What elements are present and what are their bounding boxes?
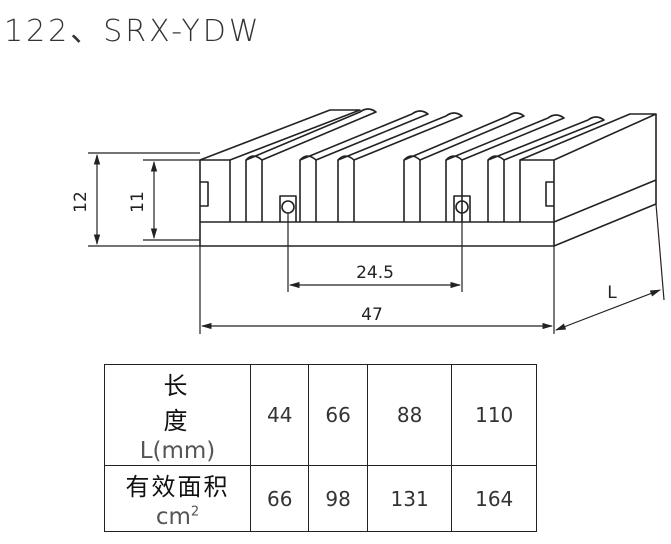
fins — [245, 108, 605, 222]
heatsink-profile — [199, 108, 657, 247]
table-cell: 88 — [366, 364, 453, 466]
row-header-area: 有效面积 cm2 — [104, 465, 251, 532]
table-cell: 66 — [249, 465, 310, 532]
dim-length: L — [607, 283, 617, 303]
table-cell: 66 — [308, 364, 368, 466]
dim-height-inner: 11 — [128, 191, 148, 213]
dimension-lines — [88, 152, 665, 334]
table-cell: 110 — [451, 364, 537, 466]
dim-height-outer: 12 — [71, 191, 91, 213]
table-row-length: 长 度 L(mm) 44 66 88 110 — [104, 364, 537, 466]
drawing-title: 122、SRX-YDW — [4, 14, 262, 49]
area-unit: cm2 — [106, 504, 249, 530]
length-unit: L(mm) — [139, 438, 216, 464]
area-unit-base: cm — [155, 504, 191, 530]
dim-center-spacing: 24.5 — [356, 263, 394, 283]
area-unit-sup: 2 — [190, 504, 200, 520]
spec-table: 长 度 L(mm) 44 66 88 110 有效面积 cm2 66 98 13… — [104, 364, 537, 532]
table-cell: 131 — [366, 465, 453, 532]
table-cell: 98 — [308, 465, 368, 532]
table-cell: 164 — [451, 465, 537, 532]
row-header-length: 长 度 L(mm) — [104, 364, 251, 466]
length-label: 长 度 — [163, 372, 232, 435]
table-cell: 44 — [249, 364, 310, 466]
area-label: 有效面积 — [125, 473, 230, 501]
screw-slots — [279, 195, 471, 222]
dim-width: 47 — [361, 305, 383, 325]
table-row-area: 有效面积 cm2 66 98 131 164 — [104, 465, 537, 532]
